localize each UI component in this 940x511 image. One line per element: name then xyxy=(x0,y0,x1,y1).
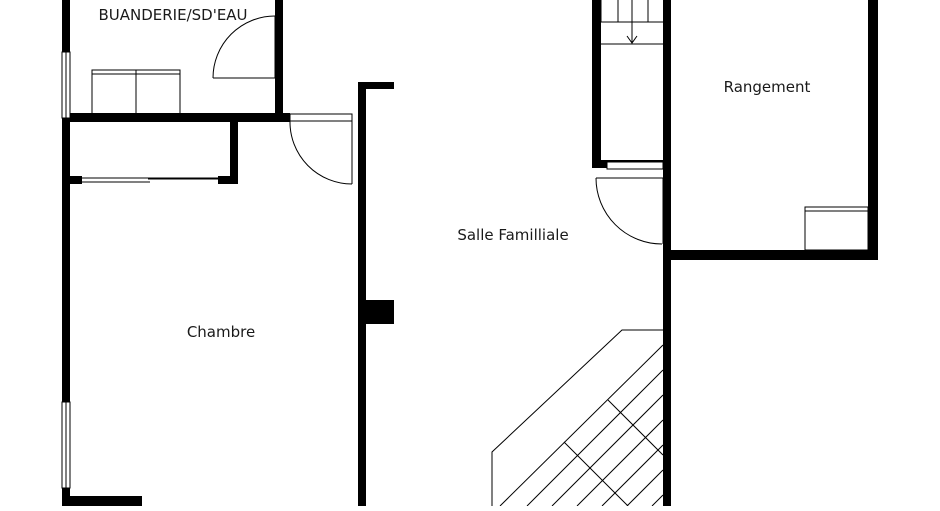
door-chambre xyxy=(289,113,353,185)
wall-buanderie-bottom xyxy=(62,113,290,122)
wall-closet-stub xyxy=(218,176,238,184)
room-label-salle-familiale: Salle Familliale xyxy=(457,226,569,244)
wall-left-upper xyxy=(62,0,70,52)
wall-rangement-right xyxy=(868,0,878,260)
closet-sliding-door xyxy=(82,177,218,183)
wall-stair-left xyxy=(592,0,601,168)
buanderie-fixtures xyxy=(91,69,181,115)
wall-buanderie-right xyxy=(275,0,283,122)
wall-closet-right xyxy=(230,118,238,184)
windows xyxy=(61,51,71,489)
wall-bottom-chambre xyxy=(62,496,142,506)
room-label-buanderie: BUANDERIE/SD'EAU xyxy=(98,6,248,24)
door-stair xyxy=(595,161,664,245)
wall-center-top-stub xyxy=(358,82,394,89)
room-label-chambre: Chambre xyxy=(186,323,256,341)
wall-rangement-bottom xyxy=(663,250,878,260)
storage-unit xyxy=(804,206,869,251)
door-buanderie xyxy=(212,15,276,79)
room-label-rangement: Rangement xyxy=(723,78,811,96)
staircase-upper xyxy=(600,0,663,45)
wall-pillar xyxy=(366,300,394,324)
rangement-fixture xyxy=(804,206,869,251)
staircase-lower xyxy=(491,329,664,507)
wall-center xyxy=(358,82,366,506)
wall-left-middle xyxy=(62,118,70,402)
walls xyxy=(62,0,878,506)
doors xyxy=(82,15,664,245)
wall-closet-stub-left xyxy=(62,176,82,184)
